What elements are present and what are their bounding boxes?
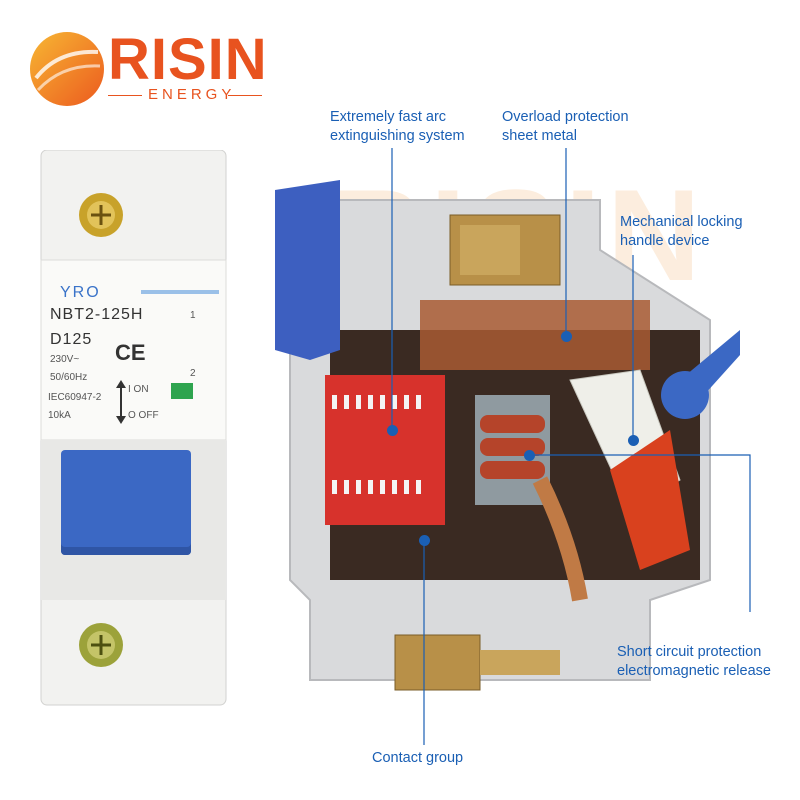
risin-logo-icon bbox=[30, 32, 104, 106]
ce-mark: CE bbox=[115, 340, 146, 365]
logo-divider-right bbox=[228, 95, 262, 96]
breaker-terminal-1: 1 bbox=[190, 310, 196, 321]
circuit-breaker bbox=[36, 149, 236, 710]
callout-dot-locking bbox=[628, 435, 639, 446]
breaker-rating: D125 bbox=[50, 331, 93, 348]
breaker-frequency: 50/60Hz bbox=[50, 372, 88, 383]
breaker-brand: YRO bbox=[60, 284, 101, 301]
on-off-arrow-icon bbox=[116, 380, 126, 424]
breaker-voltage: 230V~ bbox=[50, 354, 80, 365]
breaker-off-label: O OFF bbox=[128, 410, 159, 421]
breaker-capacity: 10kA bbox=[48, 410, 71, 421]
label-contact-group: Contact group bbox=[372, 750, 464, 766]
logo-divider-left bbox=[108, 95, 142, 96]
breaker-model: NBT2-125H bbox=[50, 306, 144, 323]
breaker-handle bbox=[61, 450, 191, 555]
callout-dot-contact bbox=[419, 535, 430, 546]
arc-chute-plates bbox=[332, 395, 421, 494]
breaker-terminal-2: 2 bbox=[190, 368, 196, 379]
breaker-on-label: I ON bbox=[128, 384, 149, 395]
logo-wordmark: RISIN bbox=[108, 27, 268, 92]
logo-tagline: ENERGY bbox=[148, 86, 236, 103]
callout-dot-arc bbox=[387, 425, 398, 436]
callout-dot-overload bbox=[561, 331, 572, 342]
callout-dot-short-circuit bbox=[524, 450, 535, 461]
breaker-standard: IEC60947-2 bbox=[48, 392, 102, 403]
